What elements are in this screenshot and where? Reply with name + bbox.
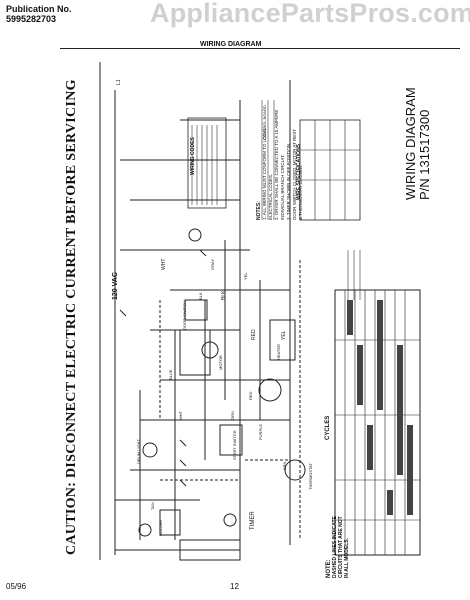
svg-text:WHT: WHT — [161, 259, 167, 270]
voltage-label: 120 VAC — [112, 272, 119, 300]
start-switch-label: START SWITCH — [232, 430, 237, 460]
wire-color-tag: WHT — [178, 410, 183, 420]
publication-info: Publication No. 5995282703 — [6, 4, 72, 24]
wiring-codes-title: WIRING CODES — [190, 137, 196, 175]
svg-text:L1: L1 — [116, 79, 122, 85]
svg-text:RED: RED — [251, 329, 257, 340]
heater-label: HEATER — [276, 344, 281, 360]
wire-color-tag: YEL — [243, 272, 248, 280]
general-note-7: & THERMOSTAT CLOSED. — [298, 164, 303, 220]
motor-label: MOTOR — [218, 355, 223, 370]
publication-label: Publication No. — [6, 4, 72, 14]
watermark: AppliancePartsPros.com — [150, 0, 470, 28]
wire-color-tag: BRN — [282, 461, 287, 470]
wire-color-tag: RED — [248, 391, 253, 400]
header-rule — [60, 48, 460, 49]
wire-color-tag: BLK — [198, 292, 203, 300]
wire-color-tag: BLUE — [168, 369, 173, 380]
footer-page: 12 — [230, 582, 239, 591]
publication-number: 5995282703 — [6, 14, 57, 24]
header-title: WIRING DIAGRAM — [200, 41, 262, 48]
general-note-6: DOOR SWITCH CLOSED, MOTOR AT REST — [292, 128, 297, 220]
timer-label: TIMER — [250, 511, 256, 530]
wire-color-tag: PURPLE — [258, 423, 263, 440]
general-note-3: 2. DRYER SHALL BE CONNECTED TO A 15 AMPE… — [274, 109, 279, 220]
general-note-4: INDIVIDUAL BRANCH CIRCUIT. — [280, 154, 285, 220]
door-switch-label: DOOR SWITCH — [182, 301, 187, 330]
wire-color-tag: ORN — [230, 411, 235, 420]
drum-light-label: DRUM LIGHT — [136, 439, 141, 464]
general-note-5: 3. TIMER SHOWN IN OFF POSITION, — [286, 142, 291, 220]
general-note-2: ELECTRICAL CODES. — [268, 173, 273, 220]
cycles-label: CYCLES — [325, 415, 331, 440]
dashed-note-4: IN ALL MODELS. — [344, 538, 350, 578]
general-note-1: 1. ALL WIRING MUST CONFORM TO LOCAL — [262, 127, 267, 220]
svg-text:YEL: YEL — [281, 330, 287, 340]
footer-date: 05/96 — [6, 582, 27, 591]
wire-color-tag: GRAY — [210, 258, 215, 270]
svg-text:BLK: BLK — [221, 290, 227, 300]
wire-color-tag: TAN — [150, 502, 155, 510]
thermostat-label: THERMOSTAT — [308, 463, 313, 490]
buzzer-label: BUZZER — [158, 520, 163, 536]
